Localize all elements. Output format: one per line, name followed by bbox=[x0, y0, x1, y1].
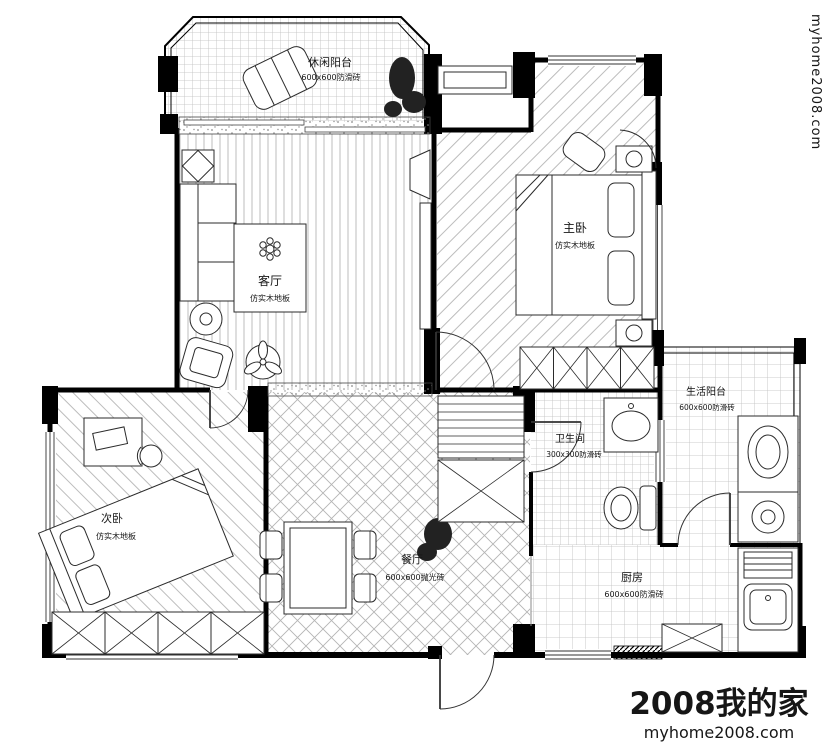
label-leisure-balcony: 休闲阳台 bbox=[308, 55, 352, 69]
lounge-chair bbox=[242, 46, 318, 110]
label-second-floor: 仿实木地板 bbox=[96, 531, 136, 541]
door-bath bbox=[530, 421, 582, 473]
sliding-door-balcony bbox=[178, 116, 431, 135]
bed-second bbox=[37, 468, 234, 622]
label-living-floor: 仿实木地板 bbox=[250, 293, 290, 303]
door-entry bbox=[439, 654, 495, 710]
label-master-floor: 仿实木地板 bbox=[555, 240, 595, 250]
door-second bbox=[209, 389, 249, 429]
bath-vanity bbox=[603, 397, 659, 453]
threshold-living-dining bbox=[267, 382, 433, 397]
label-second: 次卧 bbox=[101, 511, 123, 525]
watermarks: myhome2008.com 2008我的家 myhome2008.com bbox=[629, 14, 823, 742]
label-kitchen-floor: 600x600防滑砖 bbox=[604, 589, 663, 599]
watermark-url: myhome2008.com bbox=[644, 723, 794, 742]
label-bath-floor: 300x300防滑砖 bbox=[546, 449, 602, 459]
nightstand-top bbox=[615, 145, 653, 173]
nightstand-bottom bbox=[615, 319, 653, 347]
bedroom-chair bbox=[562, 131, 606, 173]
label-dining: 餐厅 bbox=[401, 552, 423, 566]
desk bbox=[83, 417, 143, 467]
door-balcony bbox=[677, 492, 731, 546]
wall-columns bbox=[42, 52, 806, 659]
bed-master bbox=[515, 170, 657, 320]
ac-platform bbox=[437, 65, 513, 95]
armchair bbox=[179, 337, 234, 389]
ceiling-fan-icon bbox=[243, 340, 283, 380]
wardrobe-second bbox=[51, 611, 265, 655]
window-master-top bbox=[548, 54, 636, 66]
watermark-brand: 2008我的家 bbox=[629, 686, 808, 722]
label-living: 客厅 bbox=[258, 273, 282, 288]
watermark-vertical: myhome2008.com bbox=[808, 14, 823, 150]
toilet bbox=[603, 485, 657, 531]
hall-cabinet bbox=[437, 459, 525, 523]
laundry-sink bbox=[737, 415, 799, 493]
label-life-balcony-floor: 600x600防滑砖 bbox=[679, 402, 735, 412]
sofa bbox=[179, 183, 237, 302]
flower-icon bbox=[259, 237, 281, 261]
dining-chairs bbox=[259, 530, 377, 603]
label-life-balcony: 生活阳台 bbox=[686, 385, 726, 398]
room-labels: 休闲阳台 600x600防滑砖 客厅 仿实木地板 主卧 仿实木地板 次卧 仿实木… bbox=[96, 55, 735, 599]
door-master bbox=[435, 331, 495, 391]
shoe-cabinet bbox=[437, 395, 525, 459]
window-kitchen-bottom bbox=[545, 649, 611, 661]
label-leisure-balcony-floor: 600x600防滑砖 bbox=[301, 72, 360, 82]
dining-plant-icon bbox=[417, 518, 452, 561]
desk-chair bbox=[136, 444, 163, 468]
thresholds bbox=[178, 116, 532, 626]
side-table bbox=[181, 149, 215, 183]
fridge bbox=[661, 623, 723, 653]
furniture bbox=[37, 46, 799, 655]
doors bbox=[209, 331, 731, 710]
label-dining-floor: 600x600抛光砖 bbox=[385, 572, 444, 582]
tv bbox=[409, 149, 432, 330]
round-table bbox=[189, 302, 223, 336]
bay-curtain bbox=[619, 129, 657, 169]
wardrobe-master bbox=[519, 346, 655, 390]
washing-machine bbox=[737, 491, 799, 543]
kitchen-counter bbox=[737, 547, 799, 653]
label-bath: 卫生间 bbox=[555, 432, 585, 445]
masonry-hatch bbox=[613, 645, 663, 660]
dining-table bbox=[283, 521, 353, 615]
plant-icon bbox=[384, 57, 426, 117]
label-master: 主卧 bbox=[563, 221, 587, 235]
label-kitchen: 厨房 bbox=[621, 571, 643, 584]
